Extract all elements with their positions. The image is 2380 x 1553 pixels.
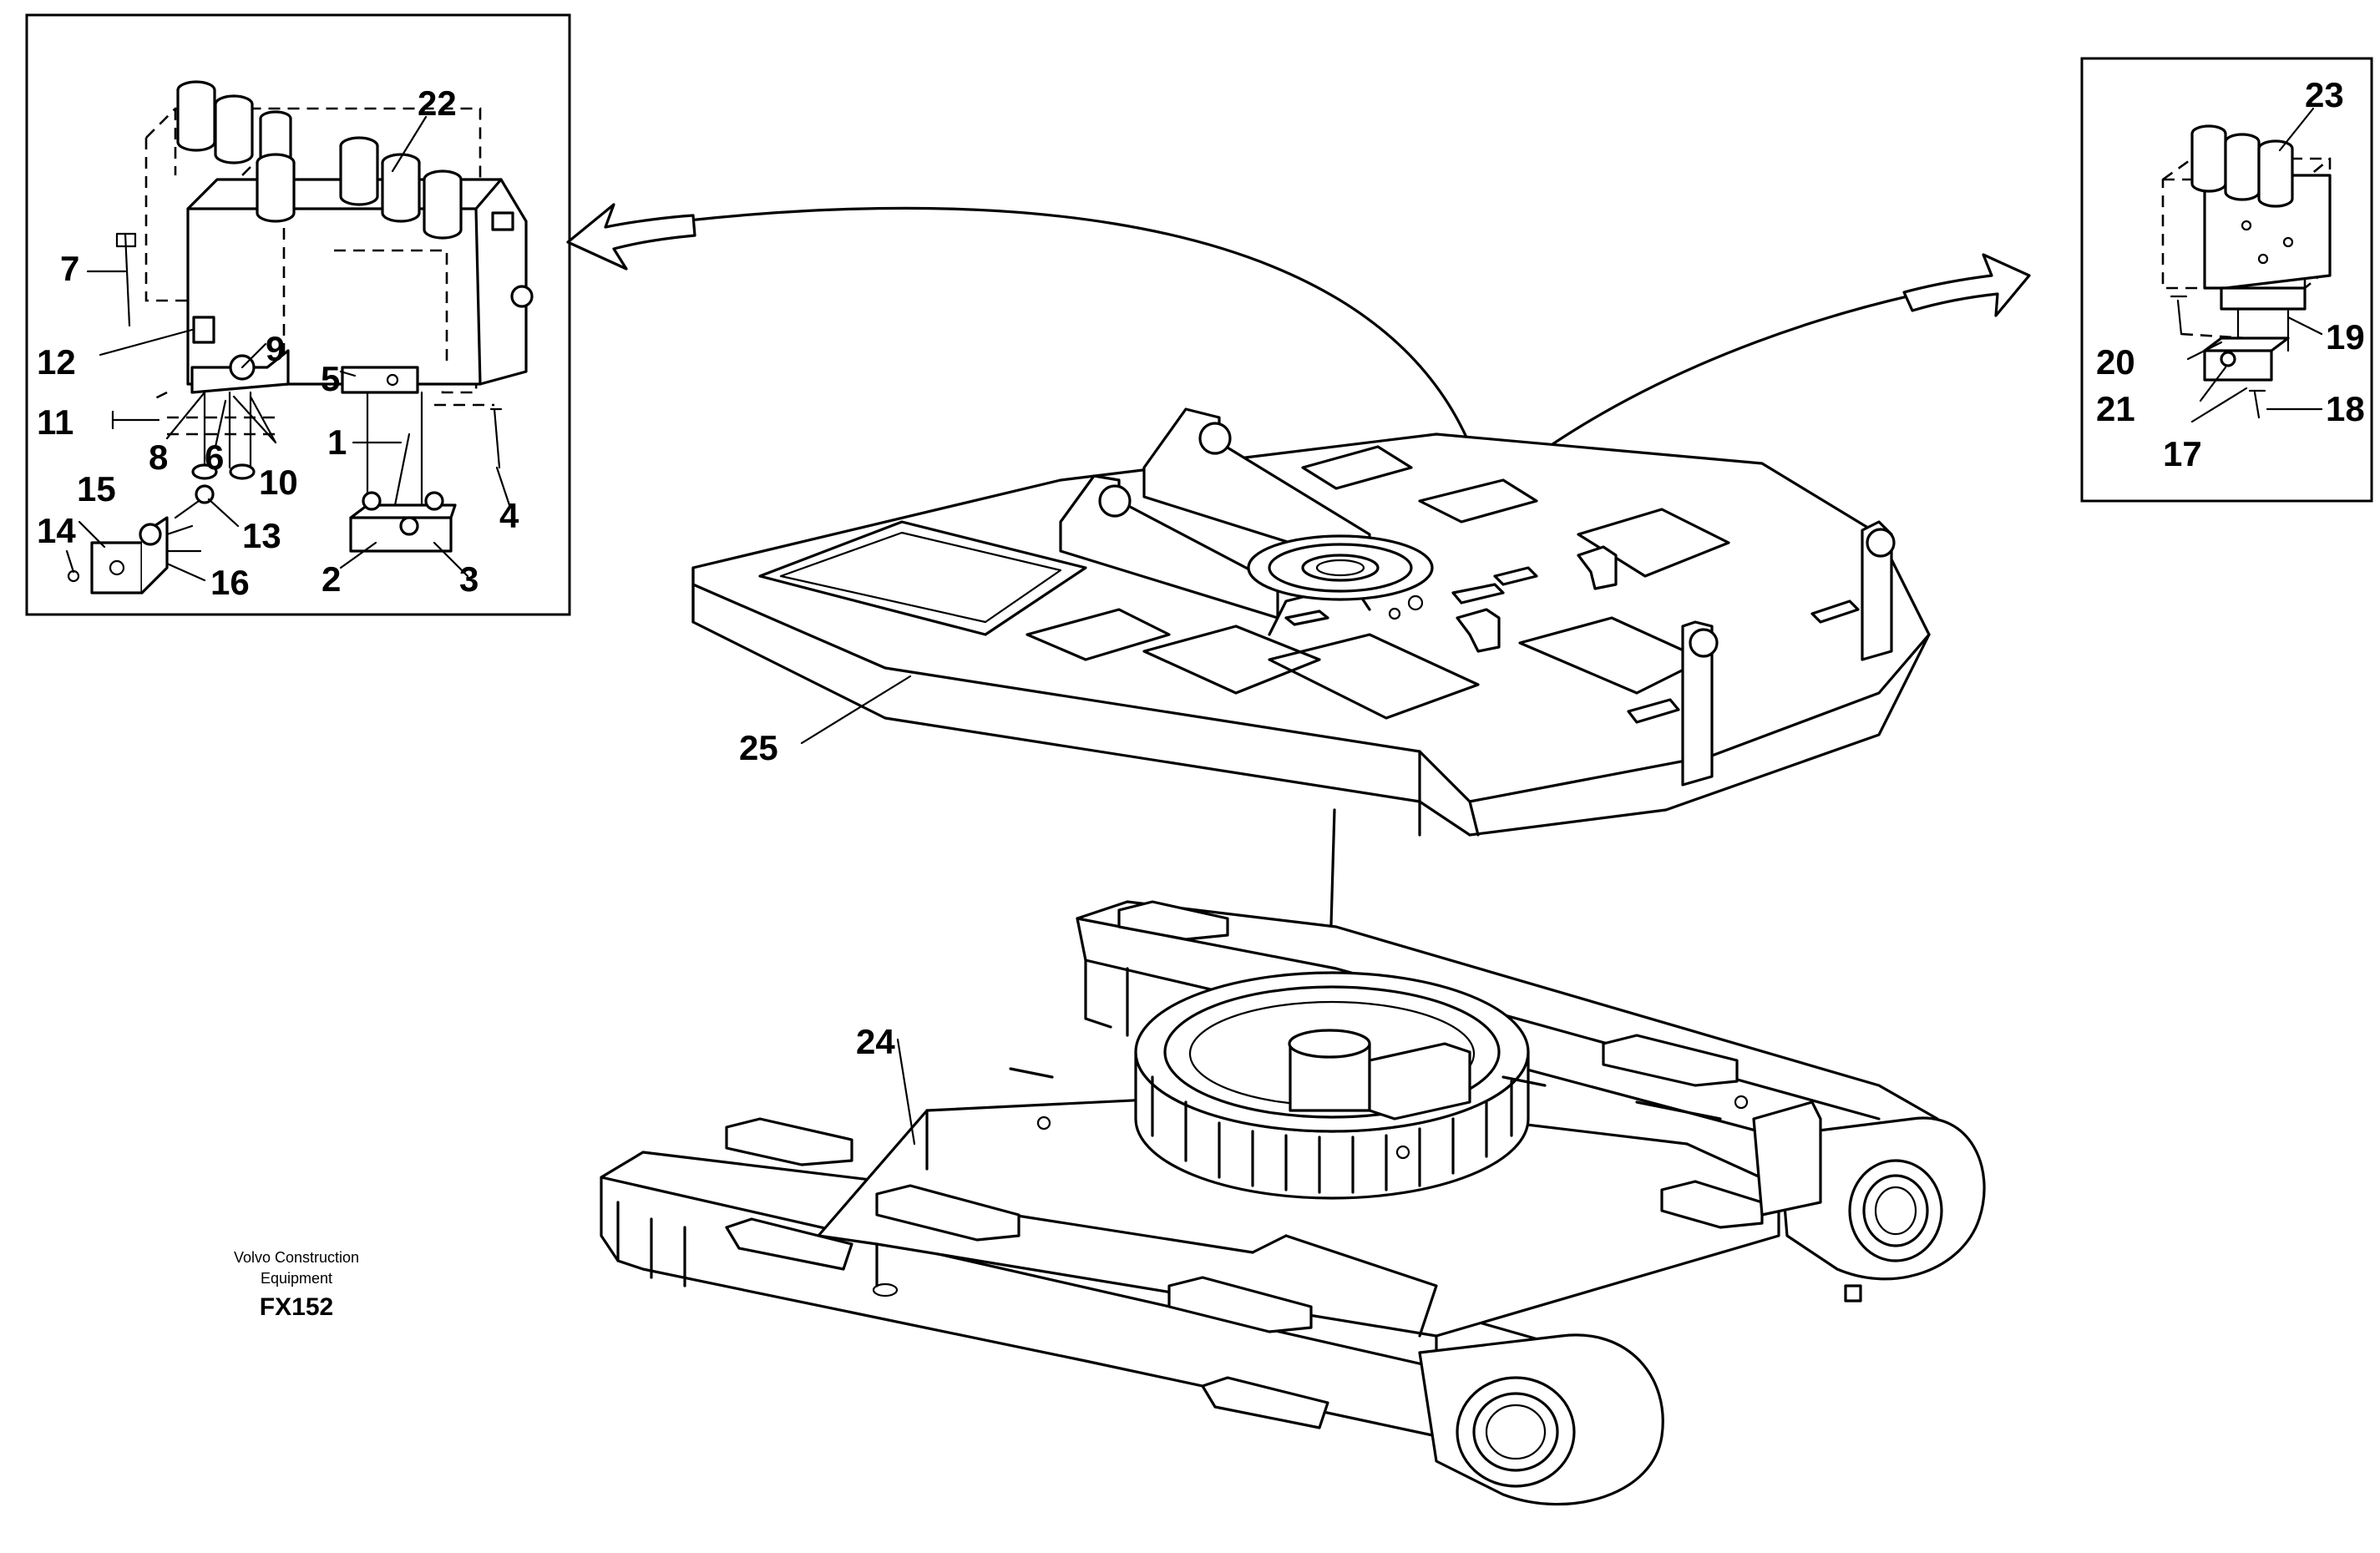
bolt-18 — [2248, 389, 2266, 419]
arrowhead-right — [1902, 253, 2031, 317]
bolt-7 — [115, 232, 137, 327]
arrowhead-left — [566, 203, 696, 271]
callout-22: 22 — [418, 83, 457, 123]
reference-arrows — [566, 203, 2031, 457]
callout-8: 8 — [149, 438, 168, 477]
callout-16: 16 — [210, 563, 250, 602]
callout-5: 5 — [321, 359, 340, 398]
callout-2: 2 — [322, 559, 341, 599]
detail-box-left: 22 7 12 9 5 11 1 8 6 10 15 4 14 13 2 3 1… — [25, 13, 571, 616]
leader-24 — [896, 1038, 916, 1146]
leader-25 — [800, 675, 912, 745]
callout-6: 6 — [205, 438, 224, 477]
callout-1: 1 — [327, 422, 347, 462]
callout-7: 7 — [60, 249, 79, 288]
detail-box-right: 23 19 20 21 18 17 — [2080, 57, 2373, 503]
bolt-11 — [111, 410, 160, 430]
callout-12: 12 — [37, 342, 76, 382]
caption-block: Volvo Construction Equipment FX152 — [234, 1249, 359, 1321]
caption-company-line1: Volvo Construction — [234, 1249, 359, 1266]
leader-lines-right — [2186, 107, 2323, 423]
callout-9: 9 — [266, 329, 285, 368]
detail-frame-left — [25, 13, 571, 616]
callout-10: 10 — [259, 463, 298, 502]
detail-frame-right — [2080, 57, 2373, 503]
callout-25: 25 — [739, 728, 778, 767]
solenoid-cylinders — [176, 80, 463, 240]
plate-bracket-5 — [341, 366, 457, 553]
callout-19: 19 — [2326, 317, 2365, 357]
callout-24: 24 — [856, 1022, 895, 1061]
caption-company-line2: Equipment — [261, 1270, 332, 1287]
callout-18: 18 — [2326, 389, 2365, 428]
callout-21: 21 — [2096, 389, 2135, 428]
callout-15: 15 — [77, 469, 116, 508]
control-valve-block — [144, 80, 534, 394]
bolt-20 — [2170, 295, 2188, 336]
callout-17: 17 — [2163, 434, 2202, 473]
callout-13: 13 — [242, 516, 281, 555]
callout-23: 23 — [2305, 75, 2344, 114]
arrow-to-left-detail — [583, 206, 1476, 457]
callout-14: 14 — [37, 511, 76, 550]
callout-3: 3 — [459, 559, 479, 599]
upper-frame-25 — [691, 407, 1931, 837]
bolt-4 — [489, 407, 503, 469]
caption-drawing-code: FX152 — [260, 1293, 333, 1321]
callout-20: 20 — [2096, 342, 2135, 382]
small-valve-block — [2161, 124, 2332, 382]
callout-4: 4 — [499, 496, 519, 535]
undercarriage-frame-24 — [600, 900, 1986, 1506]
callout-11: 11 — [37, 402, 73, 442]
leader-lines-left — [65, 115, 511, 582]
